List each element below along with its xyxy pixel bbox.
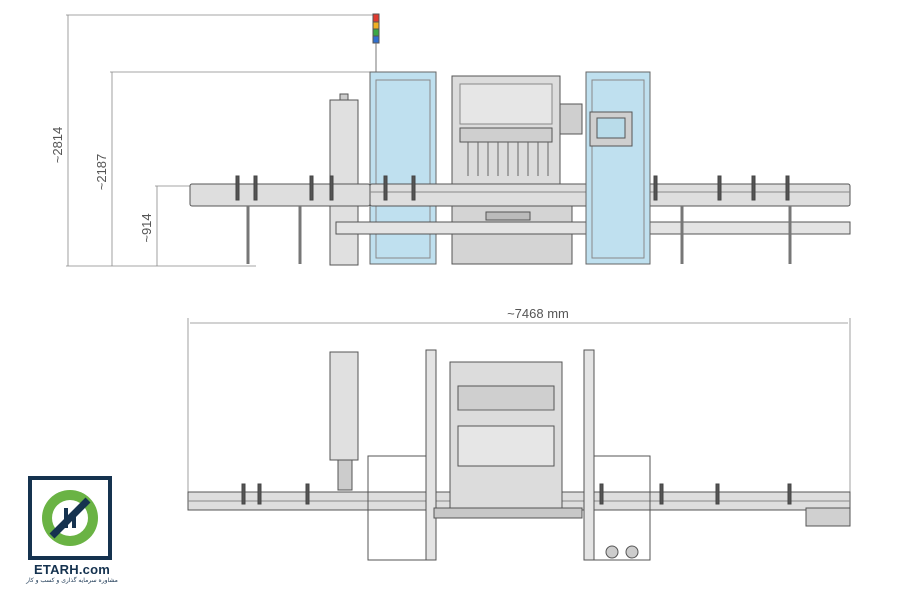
- side-view: [189, 13, 851, 266]
- etarh-logo-icon: [28, 476, 112, 560]
- electrical-cabinet: [329, 99, 359, 266]
- right-guard: [585, 71, 651, 265]
- dim-height-total: ~2814: [50, 127, 65, 164]
- dim-height-table: ~914: [139, 213, 154, 242]
- left-guard: [369, 71, 437, 265]
- logo-brand-text: ETARH.com: [34, 562, 110, 577]
- cabinet-top: [329, 351, 359, 461]
- dim-height-mid: ~2187: [94, 154, 109, 191]
- left-conveyor: [189, 183, 371, 207]
- dimension-lines: [66, 14, 851, 498]
- signal-tower-icon: [372, 13, 380, 72]
- dim-length-total: ~7468 mm: [507, 306, 569, 321]
- top-view: [187, 349, 851, 561]
- logo-tagline: مشاوره سرمایه گذاری و کسب و کار: [26, 577, 118, 584]
